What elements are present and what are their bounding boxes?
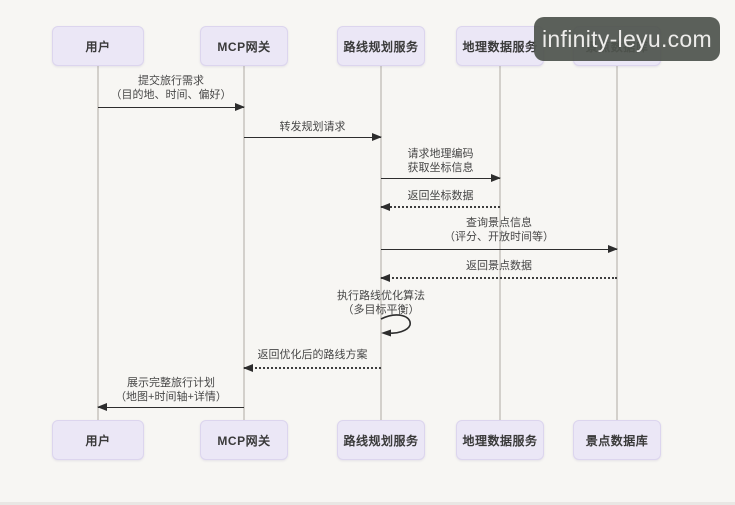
message-label-query-poi-info: 查询景点信息 （评分、开放时间等） [381, 216, 617, 244]
lifeline-user [97, 66, 99, 421]
participant-top-user: 用户 [52, 26, 144, 66]
message-text: 查询景点信息 [466, 217, 532, 229]
message-text: （多目标平衡） [342, 304, 420, 316]
message-label-request-geocoding: 请求地理编码 获取坐标信息 [381, 147, 500, 175]
message-text: 提交旅行需求 [138, 75, 204, 87]
message-arrow-query-poi-info [381, 244, 618, 253]
message-arrow-forward-planning-request [244, 132, 382, 141]
participant-bottom-user: 用户 [52, 420, 144, 460]
message-label-return-optimized-route: 返回优化后的路线方案 [244, 348, 381, 362]
participant-bottom-geo-data-service: 地理数据服务 [456, 420, 544, 460]
message-label-show-travel-plan: 展示完整旅行计划 （地图+时间轴+详情） [98, 376, 244, 404]
message-arrow-request-geocoding [381, 173, 501, 182]
message-text: （目的地、时间、偏好） [110, 89, 232, 101]
message-label-submit-travel-request: 提交旅行需求 （目的地、时间、偏好） [98, 74, 244, 102]
message-text: （评分、开放时间等） [444, 231, 554, 243]
participant-top-geo-data-service: 地理数据服务 [456, 26, 544, 66]
self-loop-arrow [380, 314, 411, 337]
message-text: 返回坐标数据 [407, 190, 474, 202]
participant-bottom-poi-database: 景点数据库 [573, 420, 661, 460]
message-arrow-return-coordinates [380, 202, 500, 211]
message-arrow-return-poi-data [380, 273, 617, 282]
lifeline-poi-database [616, 66, 618, 421]
message-text: 请求地理编码 [407, 148, 474, 160]
lifeline-geo-data-service [499, 66, 501, 421]
message-text: 返回优化后的路线方案 [257, 349, 368, 361]
participant-top-mcp-gateway: MCP网关 [200, 26, 288, 66]
message-text: 获取坐标信息 [407, 162, 474, 174]
bottom-edge [0, 502, 735, 505]
participant-bottom-mcp-gateway: MCP网关 [200, 420, 288, 460]
message-arrow-submit-travel-request [98, 102, 245, 111]
message-arrow-return-optimized-route [243, 363, 381, 372]
message-text: （地图+时间轴+详情） [115, 391, 227, 403]
lifeline-mcp-gateway [243, 66, 245, 421]
message-text: 转发规划请求 [279, 121, 346, 133]
message-arrow-show-travel-plan [97, 402, 244, 411]
message-label-run-optimization: 执行路线优化算法 （多目标平衡） [296, 289, 466, 317]
message-text: 返回景点数据 [466, 260, 532, 272]
watermark: infinity-leyu.com [534, 17, 720, 61]
message-text: 展示完整旅行计划 [127, 377, 215, 389]
message-label-forward-planning-request: 转发规划请求 [244, 120, 381, 134]
message-label-return-poi-data: 返回景点数据 [381, 259, 617, 273]
message-text: 执行路线优化算法 [337, 290, 425, 302]
message-label-return-coordinates: 返回坐标数据 [381, 189, 500, 203]
participant-bottom-route-planning-service: 路线规划服务 [337, 420, 425, 460]
participant-top-route-planning-service: 路线规划服务 [337, 26, 425, 66]
lifeline-route-planning-service [380, 66, 382, 421]
